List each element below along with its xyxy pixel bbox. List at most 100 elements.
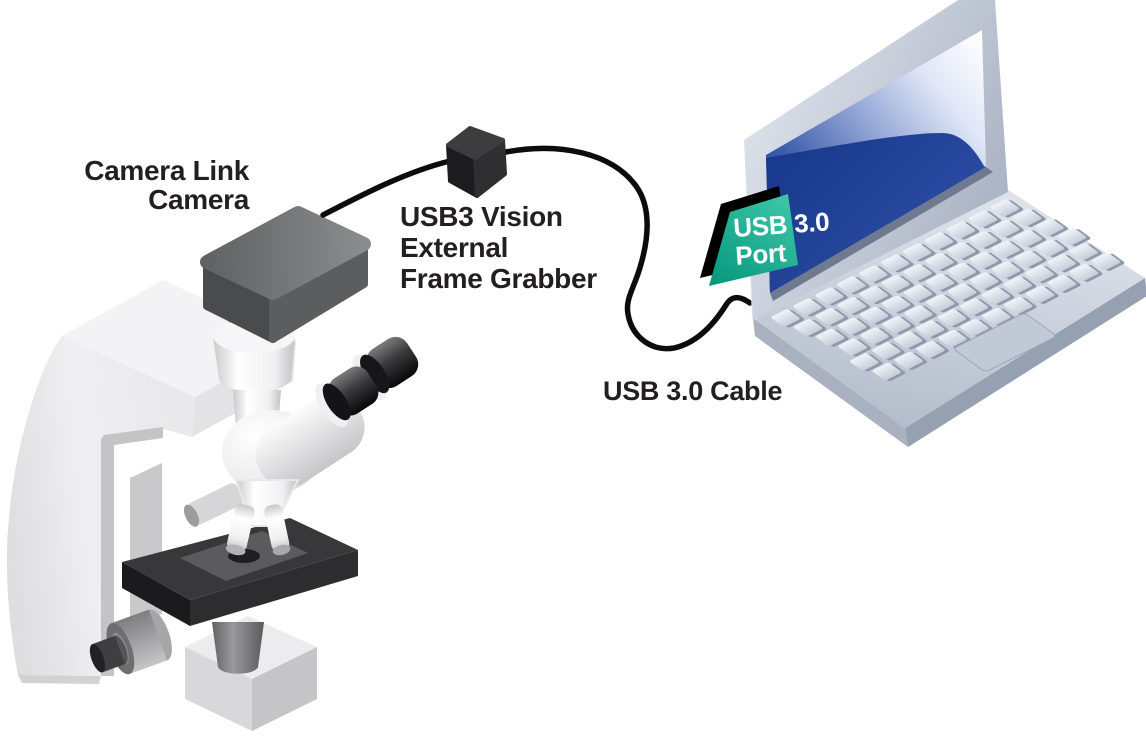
eyepiece-lens xyxy=(360,354,390,394)
keyboard-key xyxy=(1069,243,1098,261)
keyboard-key xyxy=(969,231,998,249)
keyboard-key xyxy=(894,351,923,369)
keyboard-key xyxy=(990,199,1020,217)
keyboard-key xyxy=(1069,263,1099,281)
objective-lens-right xyxy=(264,504,291,556)
port-label-line1: USB 3.0 xyxy=(732,206,830,243)
microscope-base-left xyxy=(185,647,252,731)
frame-grabber-device xyxy=(446,126,507,198)
objective-body xyxy=(227,503,255,551)
objective-body xyxy=(264,504,290,551)
laptop-base-front-left-edge xyxy=(753,318,908,447)
keyboard-key xyxy=(1003,276,1033,294)
keyboard-key xyxy=(916,320,945,338)
keyboard-key xyxy=(947,242,976,260)
eyepiece-front xyxy=(315,366,379,427)
camera-label-line1: Camera Link xyxy=(84,155,249,186)
grabber-top-face xyxy=(446,126,505,160)
diagram-labels: Camera Link Camera USB3 Vision External … xyxy=(84,155,830,406)
keyboard-key xyxy=(815,287,844,305)
keyboard-key xyxy=(815,308,845,326)
camera-label-line2: Camera xyxy=(148,184,250,215)
objective-lens-left xyxy=(225,503,255,556)
keyboard-key xyxy=(982,307,1011,325)
side-port xyxy=(183,483,244,527)
keyboard-key xyxy=(894,331,923,349)
keyboard-key xyxy=(969,251,999,269)
keyboard-key xyxy=(1047,254,1076,272)
keyboard-key xyxy=(926,294,955,312)
keyboard-key xyxy=(771,309,800,327)
usb3-cable xyxy=(320,145,753,352)
keyboard-key xyxy=(860,306,889,324)
objective-tip xyxy=(272,544,291,556)
keyboard-key xyxy=(992,261,1021,279)
keyboard-key xyxy=(1048,274,1077,292)
microscope-arm-front-face xyxy=(6,336,196,676)
camera-link-camera xyxy=(200,206,371,343)
keyboard-key xyxy=(947,262,977,280)
camera-top-face xyxy=(200,206,371,300)
keyboard-key xyxy=(960,318,989,336)
keyboard xyxy=(771,199,1125,381)
fine-knob-face xyxy=(89,643,106,673)
keyboard-key xyxy=(816,328,845,346)
microscope-foot-edge xyxy=(18,675,101,684)
keyboard-key xyxy=(872,342,901,360)
keyboard-key xyxy=(850,353,879,371)
keyboard-key xyxy=(860,327,889,345)
trackpad xyxy=(954,313,1056,372)
keyboard-key xyxy=(981,287,1011,305)
screen-glare-sweep xyxy=(766,133,986,293)
port-label-group: USB 3.0 Port xyxy=(732,206,830,271)
keyboard-key xyxy=(872,362,901,380)
keyboard-key xyxy=(793,298,822,316)
keyboard-key xyxy=(903,243,932,261)
keyboard-key xyxy=(882,295,911,313)
keyboard-key xyxy=(1013,209,1042,227)
keyboard-key xyxy=(938,329,967,347)
laptop-lid xyxy=(744,0,1008,320)
keyboard-key xyxy=(925,273,955,291)
keyboard-key xyxy=(793,319,823,337)
keyboard-key xyxy=(970,272,999,290)
keyboard-key xyxy=(937,309,967,327)
keyboard-key xyxy=(925,253,954,271)
port-callout-panel xyxy=(709,194,798,286)
grabber-label-line1: USB3 Vision xyxy=(400,201,563,232)
keyboard-key xyxy=(1035,218,1064,236)
keyboard-key xyxy=(881,254,910,272)
keyboard-key xyxy=(1025,265,1054,283)
laptop-illustration xyxy=(753,190,1146,447)
keyboard-key xyxy=(904,305,933,323)
keyboard-key xyxy=(924,232,954,250)
objective-tip xyxy=(225,544,246,556)
keyboard-key xyxy=(946,221,976,239)
keyboard-key xyxy=(1004,296,1033,314)
keyboard-key xyxy=(991,220,1020,238)
grabber-label-line2: External xyxy=(400,232,508,263)
fine-focus-knob xyxy=(89,635,128,673)
keyboard-key xyxy=(1026,285,1055,303)
eyepiece-lens xyxy=(322,383,351,421)
screen-bottom-shadow xyxy=(770,167,993,301)
stage-right-face xyxy=(190,550,358,626)
microscope-illustration xyxy=(6,206,419,731)
keyboard-key xyxy=(881,275,910,293)
keyboard-key xyxy=(1091,252,1121,270)
keyboard-key xyxy=(859,286,888,304)
keyboard-key xyxy=(837,297,866,315)
keyboard-key xyxy=(959,298,989,316)
cable-label: USB 3.0 Cable xyxy=(603,376,782,406)
side-port-cap xyxy=(183,504,199,527)
usb-port-callout xyxy=(700,186,798,286)
keyboard-keys xyxy=(771,199,1125,381)
grabber-label-line3: Frame Grabber xyxy=(400,263,597,294)
laptop-base-front-right-edge xyxy=(905,278,1146,447)
keyboard-key xyxy=(859,265,888,283)
keyboard-key xyxy=(1057,228,1087,246)
condenser-cylinder xyxy=(212,622,264,674)
keyboard-key xyxy=(916,340,945,358)
keyboard-key xyxy=(991,240,1020,258)
